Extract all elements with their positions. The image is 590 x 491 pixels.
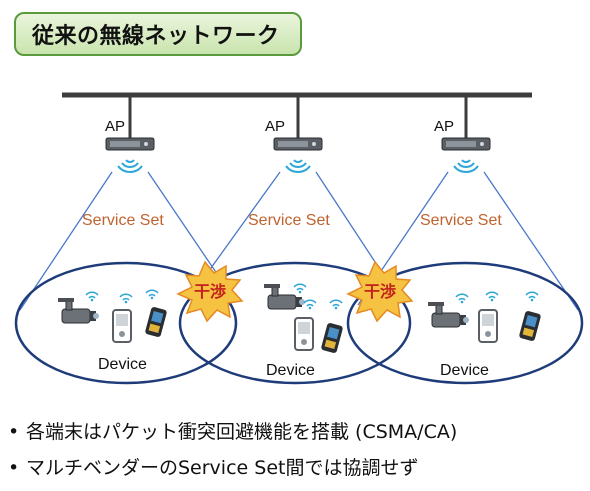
scanner-2-wifi-icon: [329, 299, 343, 311]
access-point-1-icon: [105, 137, 155, 151]
phone-2-wifi-icon: [303, 299, 317, 311]
title-box: 従来の無線ネットワーク: [14, 12, 302, 56]
phone-3-icon: [478, 309, 498, 343]
service-set-3-label: Service Set: [420, 212, 502, 229]
bullet-marker-1: •: [8, 421, 20, 443]
camera-2-icon: [263, 283, 306, 310]
service-set-2-label: Service Set: [248, 212, 330, 229]
camera-1-icon: [57, 297, 100, 324]
network-diagram: AP AP AP Service Set Service Set Service…: [14, 92, 584, 385]
phone-1-wifi-icon: [119, 293, 133, 305]
scanner-1-icon: [144, 306, 168, 338]
bullet-text-1: 各端末はパケット衝突回避機能を搭載 (CSMA/CA): [26, 421, 458, 443]
bullet-list: • 各端末はパケット衝突回避機能を搭載 (CSMA/CA) • マルチベンダーのSe…: [8, 414, 588, 486]
service-set-1-label: Service Set: [82, 212, 164, 229]
scanner-3-icon: [518, 310, 542, 342]
scanner-2-icon: [320, 322, 344, 354]
diagram-title: 従来の無線ネットワーク: [32, 24, 280, 49]
ap-2-label: AP: [265, 118, 285, 135]
bullet-text-2: マルチベンダーのService Set間では協調せず: [26, 457, 419, 479]
coverage-line-1-left: [19, 171, 113, 311]
service-set-2-cell: [178, 261, 412, 385]
interference-burst-1: [176, 260, 244, 323]
service-set-3-cell: [346, 261, 584, 385]
device-3-label: Device: [440, 362, 489, 379]
device-2-label: Device: [266, 362, 315, 379]
access-point-2-icon: [273, 137, 323, 151]
scanner-3-wifi-icon: [525, 291, 539, 303]
service-set-1-cell: [14, 261, 238, 385]
ap-2-wifi-icon: [285, 159, 311, 173]
scanner-1-wifi-icon: [145, 289, 159, 301]
bullet-item-2: • マルチベンダーのService Set間では協調せず: [8, 450, 588, 486]
coverage-line-1-right: [147, 171, 229, 291]
phone-3-wifi-icon: [485, 291, 499, 303]
camera-1-wifi-icon: [85, 291, 99, 303]
access-point-3-icon: [441, 137, 491, 151]
ap-3-wifi-icon: [453, 159, 479, 173]
ap-3-label: AP: [434, 118, 454, 135]
interference-label-1: 干渉: [194, 282, 226, 301]
ap-1-label: AP: [105, 118, 125, 135]
bullet-marker-2: •: [8, 457, 20, 479]
phone-2-icon: [294, 317, 314, 351]
bullet-item-1: • 各端末はパケット衝突回避機能を搭載 (CSMA/CA): [8, 414, 588, 450]
camera-3-icon: [427, 301, 470, 328]
phone-1-icon: [112, 309, 132, 343]
interference-label-2: 干渉: [364, 282, 396, 301]
interference-burst-2: [346, 260, 414, 323]
device-1-label: Device: [98, 356, 147, 373]
ap-1-wifi-icon: [117, 159, 143, 173]
camera-2-wifi-icon: [293, 283, 307, 295]
camera-3-wifi-icon: [455, 293, 469, 305]
coverage-line-3-right: [483, 171, 579, 311]
